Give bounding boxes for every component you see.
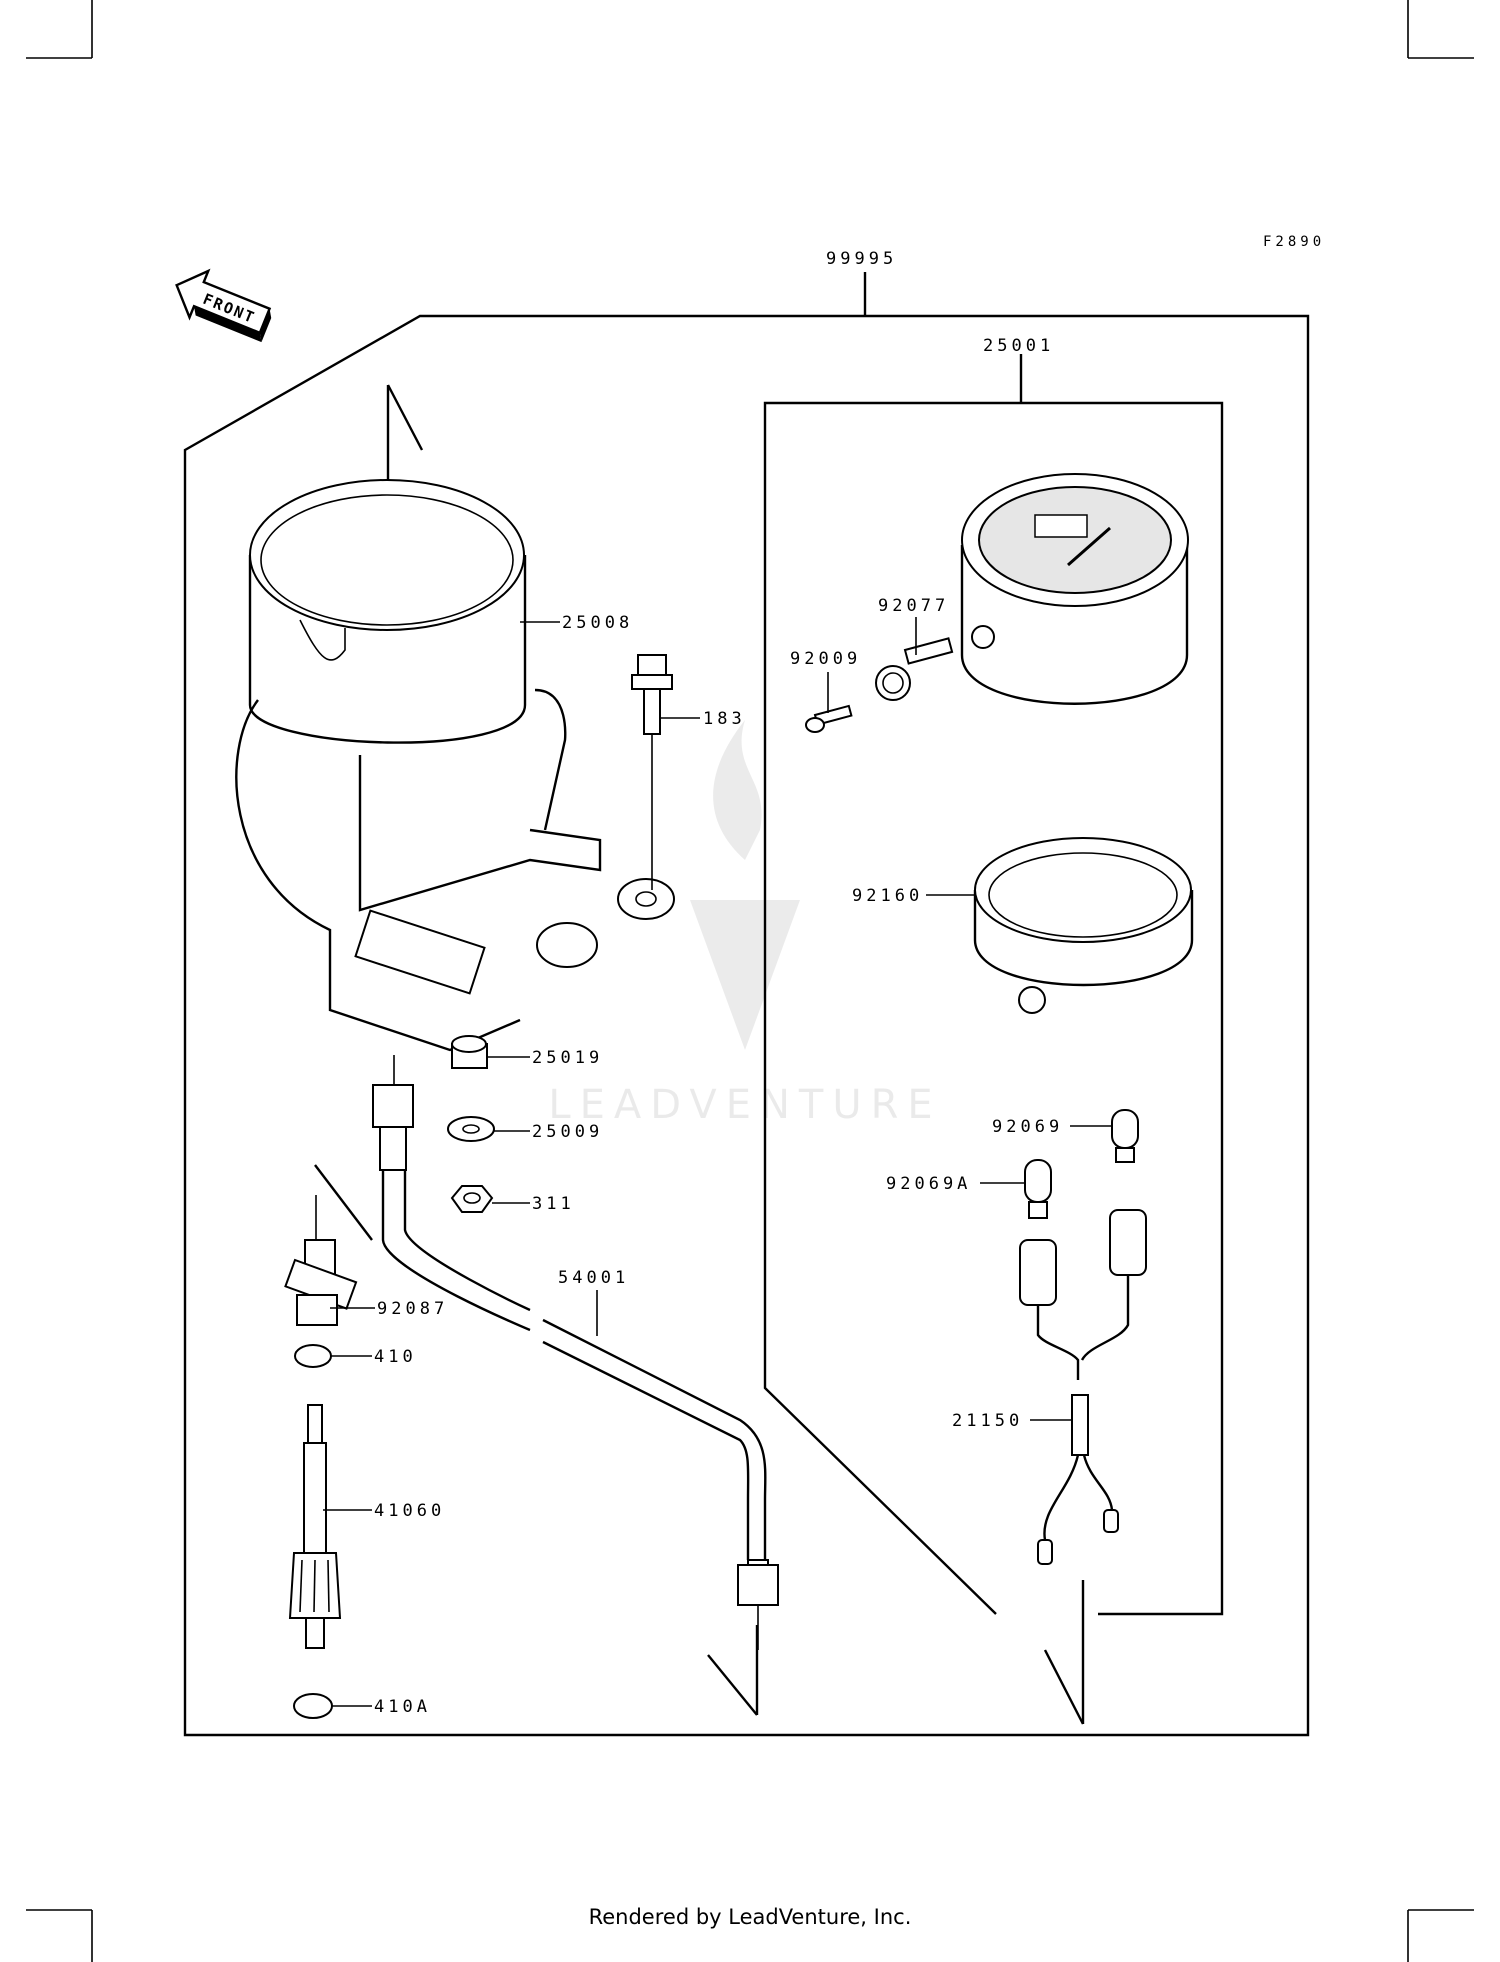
footer-credit: Rendered by LeadVenture, Inc. <box>588 1905 912 1929</box>
washer-410a <box>293 1693 333 1719</box>
assembly-frame-25001 <box>763 401 1224 1616</box>
bezel-ring-92160 <box>973 837 1194 1014</box>
wiring-harness-21150 <box>1019 1209 1147 1565</box>
part-label-41060: 41060 <box>374 1501 445 1521</box>
gear-housing-92087 <box>284 1195 358 1326</box>
part-label-25008: 25008 <box>562 613 633 633</box>
bolt-183 <box>631 654 673 890</box>
figure-code: F2890 <box>1263 234 1325 250</box>
front-arrow-icon: FRONT <box>175 268 272 343</box>
screw-92009 <box>805 704 853 733</box>
washer-25009 <box>447 1116 495 1142</box>
part-label-54001: 54001 <box>558 1268 629 1288</box>
part-label-92069: 92069 <box>992 1117 1063 1137</box>
part-label-410a: 410A <box>374 1697 431 1717</box>
meter-cable-54001 <box>372 1055 779 1650</box>
part-label-92009: 92009 <box>790 649 861 669</box>
crop-marks <box>26 0 1474 1962</box>
part-label-311: 311 <box>532 1194 575 1214</box>
washer-410 <box>294 1344 332 1368</box>
part-label-92069a: 92069A <box>886 1174 971 1194</box>
speedometer-unit <box>960 473 1189 705</box>
nut-311 <box>450 1185 494 1213</box>
bulb-92069a <box>1024 1159 1052 1219</box>
part-label-410: 410 <box>374 1347 417 1367</box>
meter-cup <box>235 479 675 1052</box>
part-label-25019: 25019 <box>532 1048 603 1068</box>
bulb-92069 <box>1111 1109 1139 1163</box>
bushing-25019 <box>451 1035 488 1069</box>
assembly-frame-99995 <box>183 314 1310 1737</box>
continuation-marks <box>314 384 1085 1725</box>
part-label-99995: 99995 <box>826 249 897 269</box>
part-label-21150: 21150 <box>952 1411 1023 1431</box>
part-label-25001: 25001 <box>983 336 1054 356</box>
part-label-25009: 25009 <box>532 1122 603 1142</box>
trip-knob-92077 <box>875 637 954 701</box>
part-label-92087: 92087 <box>377 1299 448 1319</box>
part-label-92077: 92077 <box>878 596 949 616</box>
watermark-logo <box>690 720 800 1050</box>
part-label-92160: 92160 <box>852 886 923 906</box>
pinion-shaft-41060 <box>288 1404 342 1649</box>
watermark-text: LEADVENTURE <box>548 1082 941 1128</box>
part-label-183: 183 <box>703 709 746 729</box>
